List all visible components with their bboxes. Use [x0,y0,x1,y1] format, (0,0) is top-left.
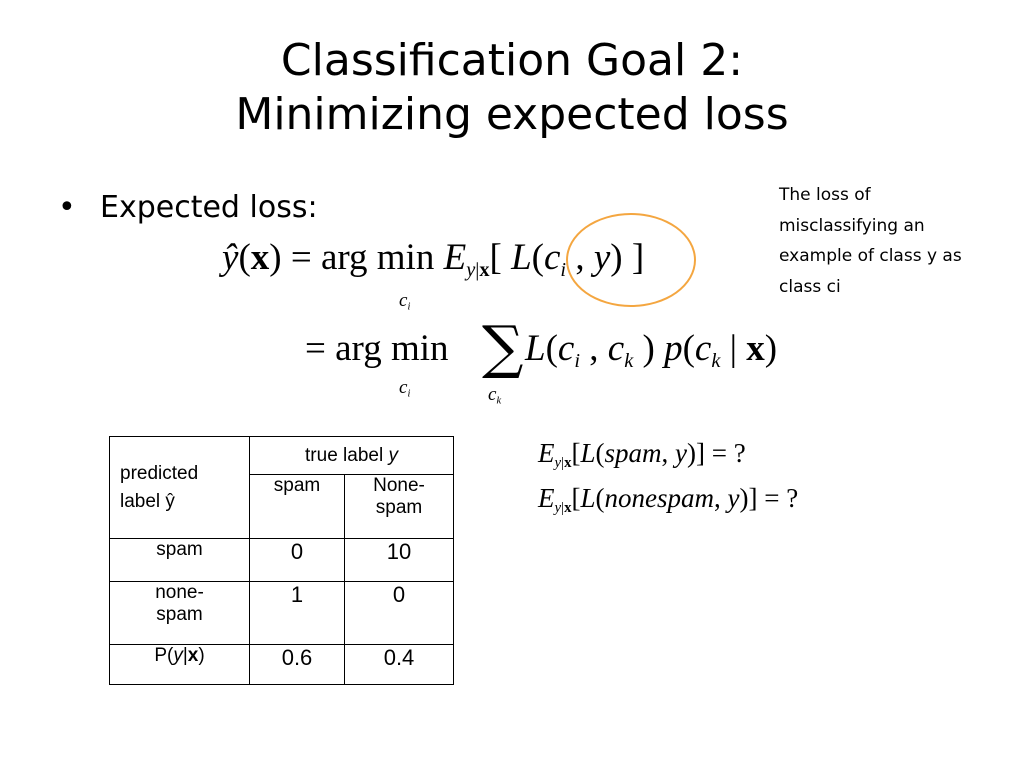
bullet-dot-icon: • [58,190,76,225]
prob-label-y: y [173,645,183,666]
row-label-spam-text: spam [156,539,203,560]
row-label-prob: P(y|x) [109,644,250,685]
cell-nonespam-nonespam: 0 [344,581,454,645]
row-header-line-2: label ŷ [120,490,175,512]
col-header-nonespam-line-1: None- [373,475,425,496]
note-line-1: The loss of [779,185,871,205]
cell-spam-nonespam: 10 [344,538,454,582]
bullet-text: Expected loss: [100,190,318,225]
title-line-2: Minimizing expected loss [235,89,789,140]
note-line-4: class ci [779,276,841,297]
true-label-header: true label y [249,436,454,475]
loss-table: predicted label ŷ true label y spam None… [109,436,454,685]
row-label-nonespam-line-2: spam [156,604,203,625]
sum-subscript-ck: ck [488,384,502,407]
true-label-text: true label [305,444,384,466]
col-header-nonespam-line-2: spam [375,497,423,518]
side-note: The loss of misclassifying an example of… [779,180,1014,302]
col-header-spam: spam [249,474,345,539]
cell-prob-nonespam: 0.4 [344,644,454,685]
equation-2: = arg min L(ci , ck ) p(ck | x) [305,328,778,373]
prob-label-bar: | [182,645,188,666]
col-header-spam-text: spam [273,475,321,496]
prob-label-close: ) [198,645,205,666]
equation-1: ŷ(x) = arg min Ey|x[ L(ci , y) ] [222,237,645,282]
argmin-subscript-ci-1: ci [399,290,411,313]
note-line-3: example of class y as [779,246,962,266]
cell-spam-spam: 0 [249,538,345,582]
prob-label-x: x [187,645,199,666]
col-header-nonespam: None- spam [344,474,454,539]
question-spam: Ey|x[L(spam, y)] = ? [538,438,746,472]
row-label-nonespam-line-1: none- [155,582,204,603]
prob-label-p: P( [154,645,174,666]
highlight-circle [566,213,696,307]
note-line-2: misclassifying an [779,215,925,236]
cell-prob-spam: 0.6 [249,644,345,685]
row-label-nonespam: none- spam [109,581,250,645]
true-label-var: y [388,444,398,466]
question-nonespam: Ey|x[L(nonespam, y)] = ? [538,483,799,517]
row-header-cell: predicted label ŷ [109,436,250,539]
bullet-expected-loss: • Expected loss: [58,190,318,225]
row-header-line-1: predicted [120,462,199,484]
row-label-spam: spam [109,538,250,582]
sum-symbol: ∑ [482,313,524,381]
argmin-subscript-ci-2: ci [399,377,411,400]
cell-nonespam-spam: 1 [249,581,345,645]
title-line-1: Classification Goal 2: [280,35,744,86]
slide-title: Classification Goal 2: Minimizing expect… [0,34,1024,142]
